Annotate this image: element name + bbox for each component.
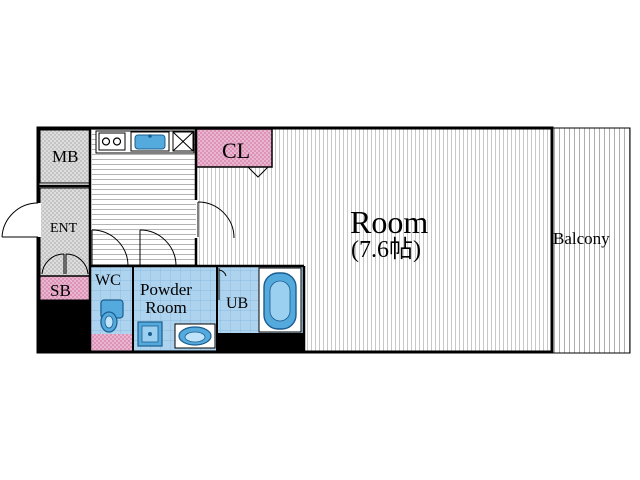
entrance-step-arcs [41, 253, 89, 275]
cl-label: CL [222, 138, 251, 163]
ent-label: ENT [50, 221, 78, 236]
powder-room-label: Powder Room [140, 281, 192, 317]
fridge-space-mark [172, 131, 194, 152]
balcony-area [551, 127, 631, 354]
powder-label-line2: Room [145, 297, 187, 317]
balcony-label: Balcony [553, 229, 610, 248]
wc-label: WC [95, 272, 121, 289]
stove-icon [98, 132, 126, 151]
wc-pink-strip [90, 334, 133, 351]
powder-label-line1: Powder [140, 280, 192, 299]
sb-label: SB [50, 281, 71, 300]
room-size-label: (7.6帖) [351, 237, 421, 263]
front-door [1, 202, 41, 238]
sink-icon [130, 131, 170, 152]
toilet-icon [100, 299, 124, 333]
ub-label: UB [226, 295, 249, 312]
wall-block [38, 300, 90, 352]
room-label: Room [350, 204, 429, 240]
washbasin-icon [174, 323, 216, 349]
mb-label: MB [52, 147, 79, 166]
closet-area [195, 128, 273, 168]
wall-block [218, 333, 304, 352]
interior-doors [91, 201, 235, 300]
closet-door-mark [247, 166, 269, 178]
washing-machine-pan-icon [137, 321, 163, 347]
bathtub-icon [258, 267, 302, 333]
